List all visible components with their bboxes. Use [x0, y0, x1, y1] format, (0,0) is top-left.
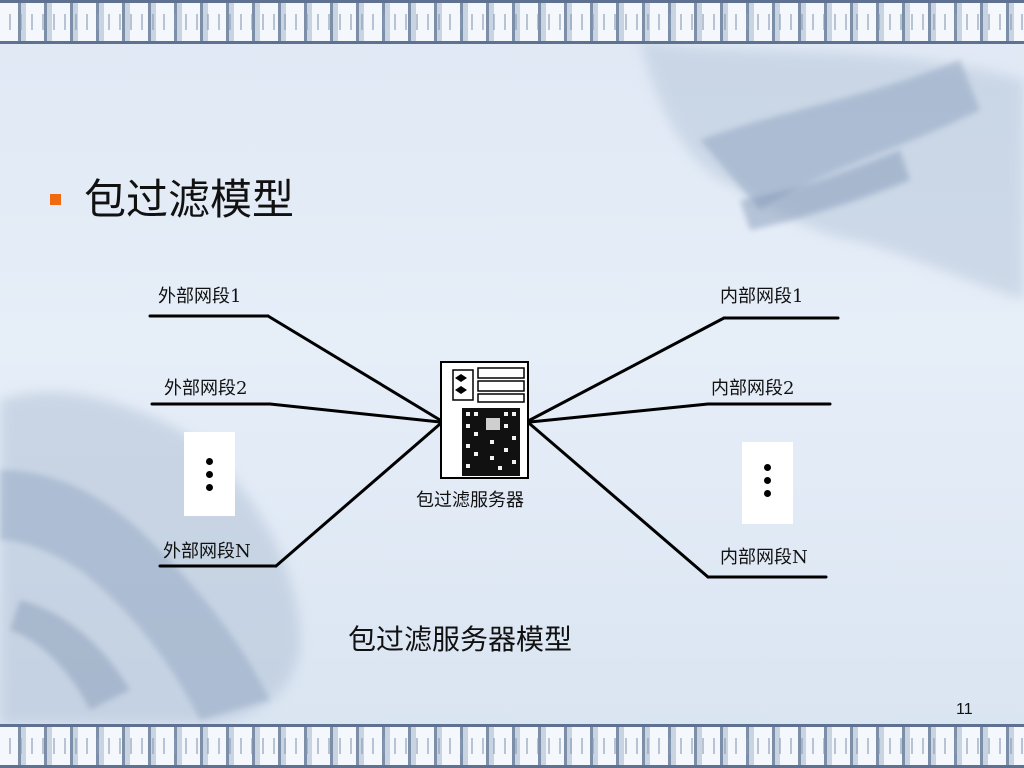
title-bullet — [50, 194, 61, 205]
external-segment-1-link — [266, 314, 442, 422]
external-segment-n-link — [274, 422, 442, 568]
internal-segment-n-link — [528, 422, 710, 579]
internal-segment-1-link — [528, 316, 726, 422]
server-label: 包过滤服务器 — [416, 490, 524, 511]
server-tower-icon — [440, 361, 529, 479]
slide-title: 包过滤模型 — [84, 175, 295, 224]
external-segment-n-label: 外部网段N — [163, 541, 251, 562]
external-segment-1-label: 外部网段1 — [158, 286, 242, 307]
internal-segment-2-label: 内部网段2 — [711, 378, 795, 399]
top-border-band — [0, 0, 1024, 44]
diagram-caption: 包过滤服务器模型 — [348, 623, 573, 656]
internal-segment-1-label: 内部网段1 — [720, 286, 804, 307]
internal-segment-2-link — [528, 402, 710, 424]
external-ellipsis-box — [184, 432, 235, 516]
internal-ellipsis-box — [742, 442, 793, 524]
external-segment-2-link — [268, 402, 442, 424]
bottom-border-band — [0, 724, 1024, 768]
internal-segment-n-label: 内部网段N — [720, 547, 808, 568]
external-segment-2-label: 外部网段2 — [164, 378, 248, 399]
page-number: 11 — [956, 701, 973, 718]
